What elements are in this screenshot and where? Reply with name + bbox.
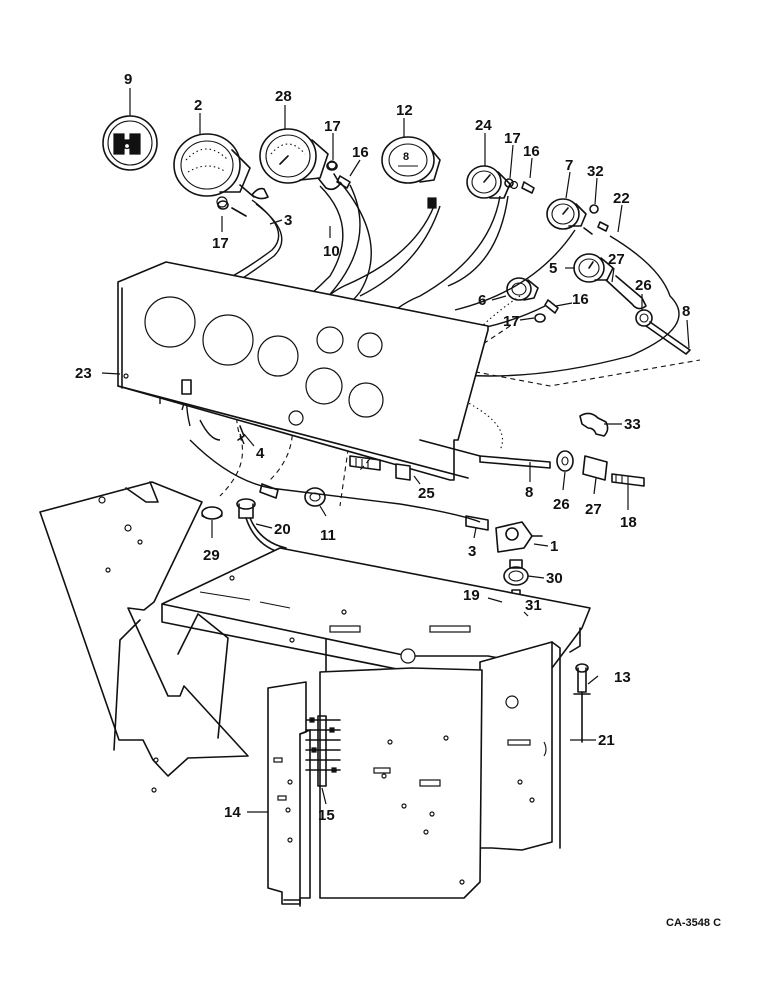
callout-2: 2 <box>194 97 202 114</box>
front-panel <box>319 667 483 899</box>
terminal-strip-15 <box>305 715 341 787</box>
callout-23: 23 <box>75 365 92 382</box>
callout-27-upper: 27 <box>608 251 625 268</box>
callout-21: 21 <box>598 732 615 749</box>
dash-panel-23 <box>117 261 489 481</box>
side-brace-left <box>39 481 249 793</box>
callout-18: 18 <box>620 514 637 531</box>
svg-text:8: 8 <box>403 151 409 163</box>
clip-17-left <box>217 200 229 210</box>
callout-9: 9 <box>124 71 132 88</box>
callout-29: 29 <box>203 547 220 564</box>
callout-17-left: 17 <box>212 235 229 252</box>
gauge-6 <box>506 277 559 314</box>
callout-17-mid: 17 <box>504 130 521 147</box>
gauge-2-tachometer <box>173 133 269 217</box>
callout-12: 12 <box>396 102 413 119</box>
dipstick-13 <box>573 663 591 743</box>
callout-28: 28 <box>275 88 292 105</box>
cable-3-lower <box>189 439 489 531</box>
callout-16-lower: 16 <box>572 291 589 308</box>
callout-11: 11 <box>320 527 336 544</box>
callout-26-lower: 26 <box>553 496 570 513</box>
callout-13: 13 <box>614 669 631 686</box>
nut-32 <box>589 204 609 232</box>
nut-17-lower <box>534 313 546 323</box>
clip-16-top <box>336 175 351 189</box>
callout-14: 14 <box>224 804 241 821</box>
nut-26-lower <box>556 450 574 472</box>
valve-1 <box>495 521 543 553</box>
throttle-rod-8 <box>419 439 551 469</box>
callout-1: 1 <box>550 538 558 555</box>
callouts: 9 2 28 17 16 12 24 17 16 7 32 22 5 27 26… <box>75 71 721 929</box>
rod-end-18 <box>611 473 645 487</box>
callout-15: 15 <box>318 807 335 824</box>
callout-22: 22 <box>613 190 630 207</box>
coupling-27-lower <box>582 455 608 481</box>
callout-3-lower: 3 <box>468 543 476 560</box>
callout-24: 24 <box>475 117 492 134</box>
callout-8-upper: 8 <box>682 303 690 320</box>
top-deck <box>161 547 591 687</box>
side-panel-21 <box>479 641 561 851</box>
fitting-27-26-upper <box>635 309 691 355</box>
cap-29 <box>201 506 223 520</box>
callout-6: 6 <box>478 292 486 309</box>
callout-25: 25 <box>418 485 435 502</box>
sender-11 <box>304 487 326 507</box>
drawing-code: CA-3548 C <box>666 917 721 929</box>
callout-10: 10 <box>323 243 340 260</box>
sender-25 <box>349 455 411 481</box>
gauge-12-indicator: 8 <box>381 136 441 209</box>
callout-32: 32 <box>587 163 604 180</box>
callout-3-upper: 3 <box>284 212 292 229</box>
callout-7: 7 <box>565 157 573 174</box>
callout-4: 4 <box>256 445 265 462</box>
gauge-24-temperature <box>466 165 535 199</box>
callout-17-lower: 17 <box>503 313 520 330</box>
callout-5: 5 <box>549 260 557 277</box>
callout-31: 31 <box>525 597 542 614</box>
callout-16-mid: 16 <box>523 143 540 160</box>
callout-30: 30 <box>546 570 563 587</box>
callout-27-lower: 27 <box>585 501 602 518</box>
elbow-33 <box>579 412 609 437</box>
gauge-28-hourmeter <box>259 128 341 191</box>
gauge-7-fuel <box>546 198 593 235</box>
callout-19: 19 <box>463 587 480 604</box>
emblem-9 <box>102 115 158 171</box>
callout-20: 20 <box>274 521 291 538</box>
callout-17-top: 17 <box>324 118 341 135</box>
filter-30 <box>503 559 529 586</box>
callout-8-lower: 8 <box>525 484 533 501</box>
bracket-14 <box>267 681 311 907</box>
callout-33: 33 <box>624 416 641 433</box>
callout-16-top: 16 <box>352 144 369 161</box>
nut-17-top <box>326 161 338 171</box>
callout-26-upper: 26 <box>635 277 652 294</box>
nut-17-mid <box>504 178 514 188</box>
